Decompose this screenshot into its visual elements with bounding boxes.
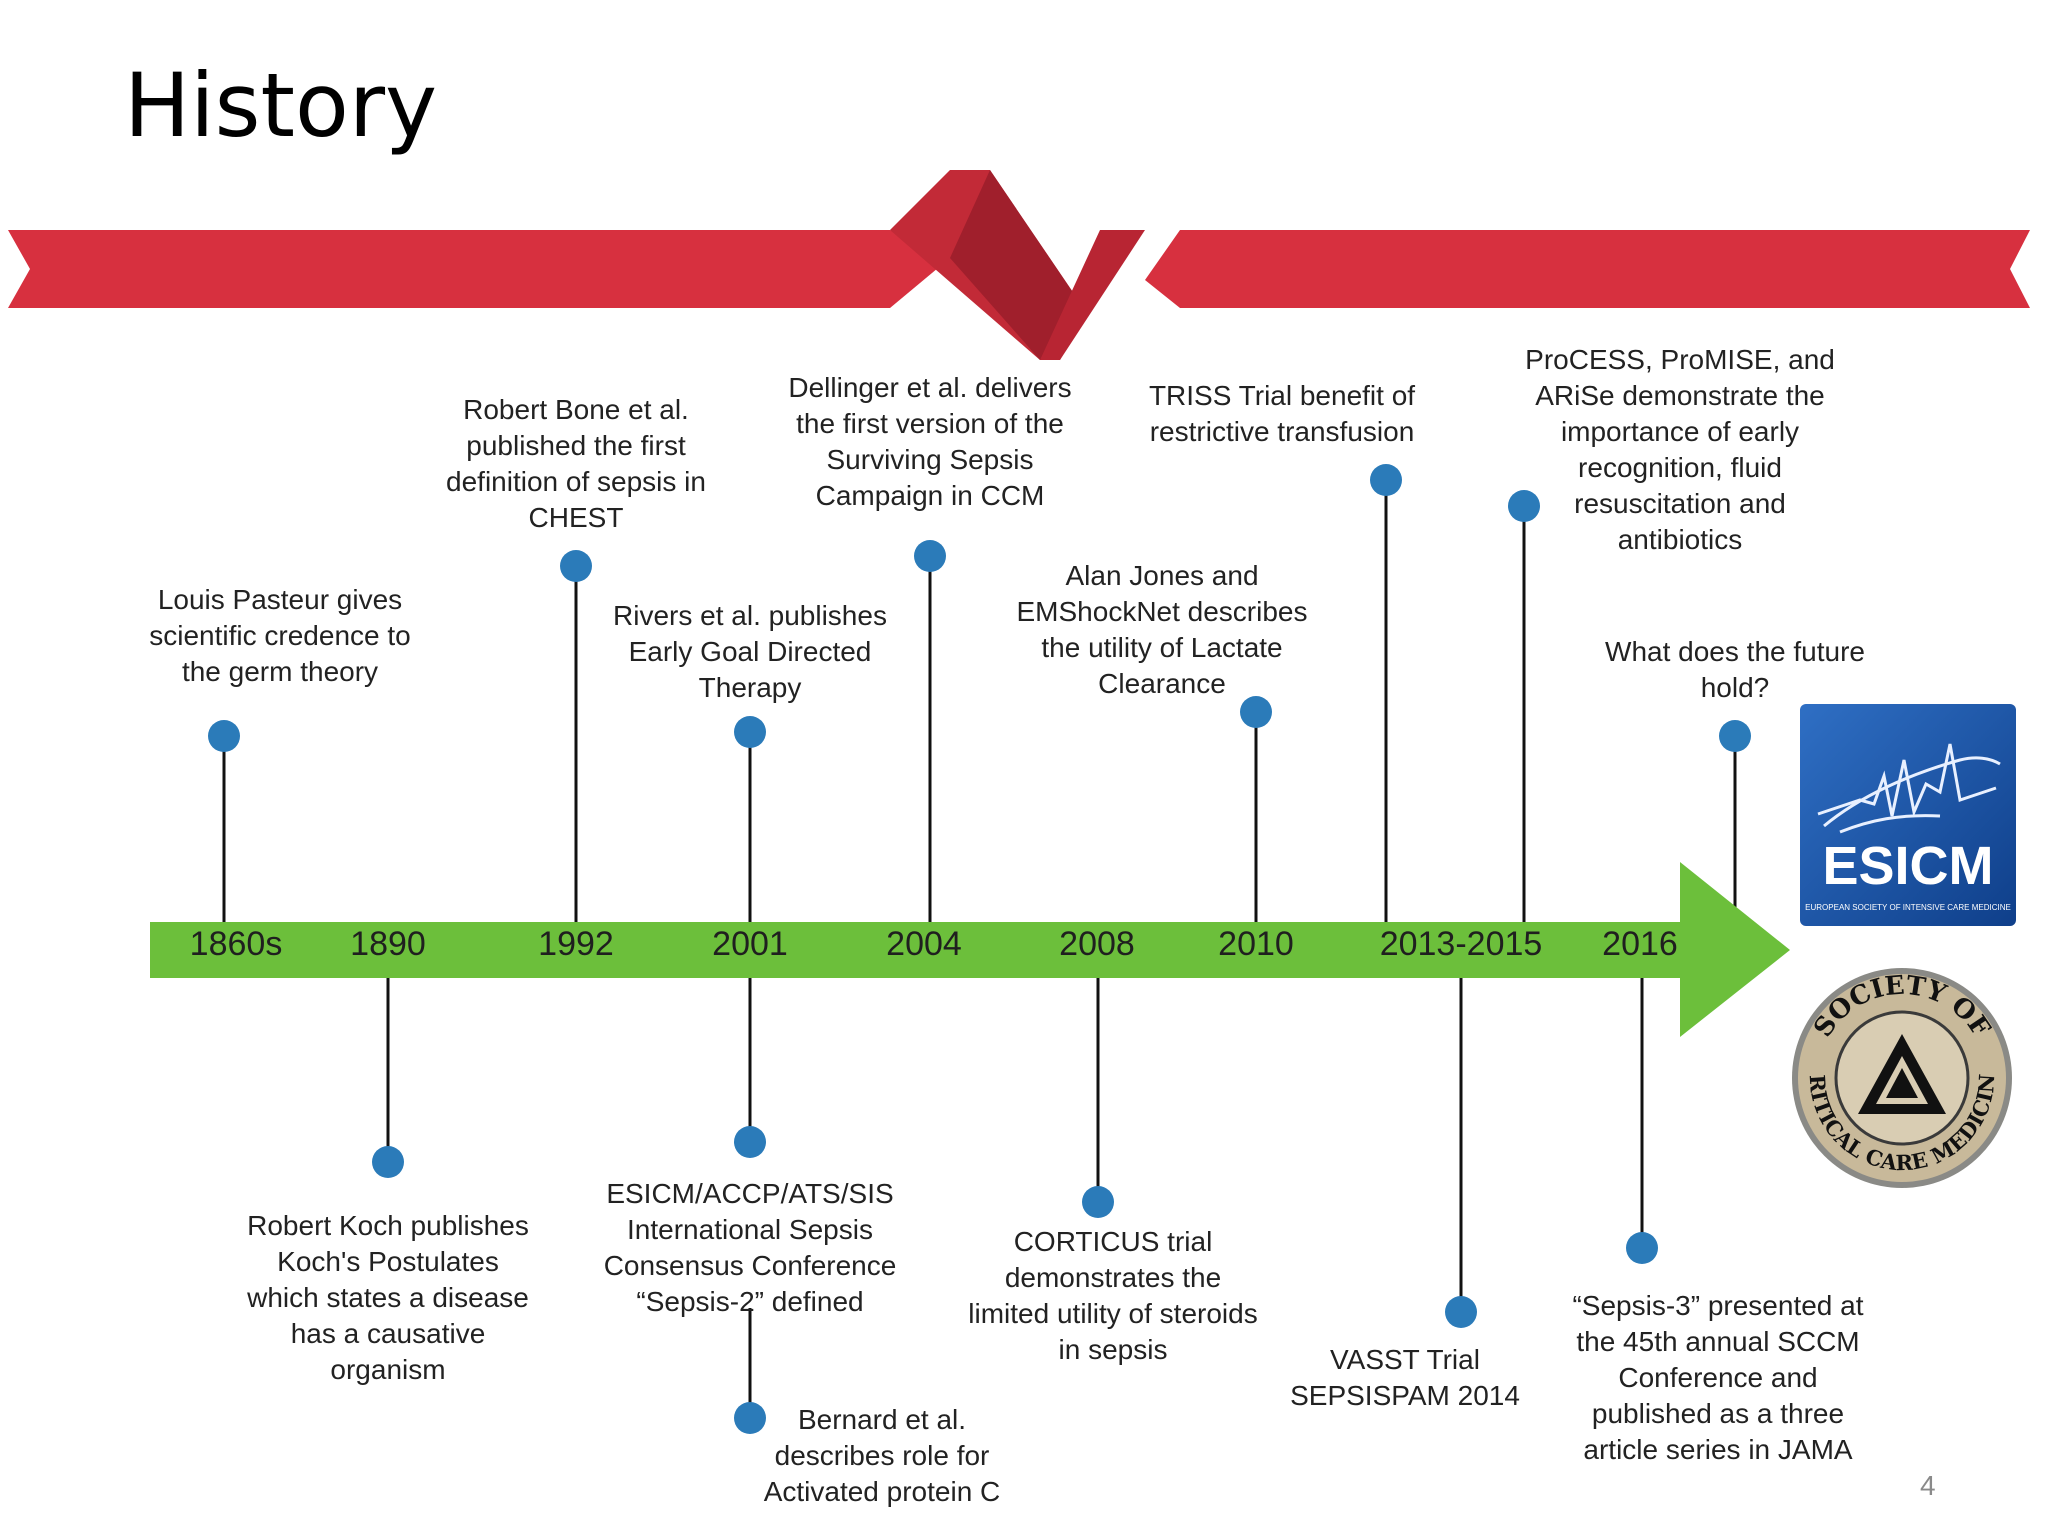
slide-title: History xyxy=(124,54,438,157)
marker-pasteur xyxy=(208,720,240,752)
sccm-logo: SOCIETY OF CRITICAL CARE MEDICINE xyxy=(1788,964,2012,1188)
year-2001: 2001 xyxy=(712,925,788,963)
year-2010: 2010 xyxy=(1218,925,1294,963)
year-2004: 2004 xyxy=(886,925,962,963)
esicm-wordmark: ESICM xyxy=(1822,836,1993,896)
year-2013-2015: 2013-2015 xyxy=(1379,925,1543,963)
year-1890: 1890 xyxy=(350,925,426,963)
marker-future xyxy=(1719,720,1751,752)
marker-triss xyxy=(1370,464,1402,496)
esicm-logo: ESICM EUROPEAN SOCIETY OF INTENSIVE CARE… xyxy=(1800,704,2016,926)
triangle-emblem-icon xyxy=(1858,1034,1946,1114)
marker-corticus xyxy=(1082,1186,1114,1218)
event-stems xyxy=(222,480,1737,1418)
marker-rivers xyxy=(734,716,766,748)
event-markers xyxy=(208,464,1751,1434)
year-2016: 2016 xyxy=(1602,925,1678,963)
marker-jones xyxy=(1240,696,1272,728)
marker-koch xyxy=(372,1146,404,1178)
ribbon-left-band xyxy=(8,230,950,308)
timeline-arrow xyxy=(150,862,1790,1037)
ribbon-right-band xyxy=(1100,230,2030,308)
marker-dellinger xyxy=(914,540,946,572)
year-2008: 2008 xyxy=(1059,925,1135,963)
esicm-subtitle: EUROPEAN SOCIETY OF INTENSIVE CARE MEDIC… xyxy=(1805,903,2011,912)
red-ribbon-banner xyxy=(8,170,2030,360)
year-1992: 1992 xyxy=(538,925,614,963)
ribbon-fold-right xyxy=(1040,230,1145,360)
marker-bernard xyxy=(734,1402,766,1434)
heartbeat-wave-icon xyxy=(1817,743,2001,834)
ribbon-fold-shadow xyxy=(950,170,1085,360)
year-1860s: 1860s xyxy=(189,925,283,963)
marker-sepsis-2 xyxy=(734,1126,766,1158)
marker-process xyxy=(1508,490,1540,522)
page-number: 4 xyxy=(1920,1470,1936,1501)
marker-bone xyxy=(560,550,592,582)
marker-sepsis-3 xyxy=(1626,1232,1658,1264)
marker-vasst xyxy=(1445,1296,1477,1328)
